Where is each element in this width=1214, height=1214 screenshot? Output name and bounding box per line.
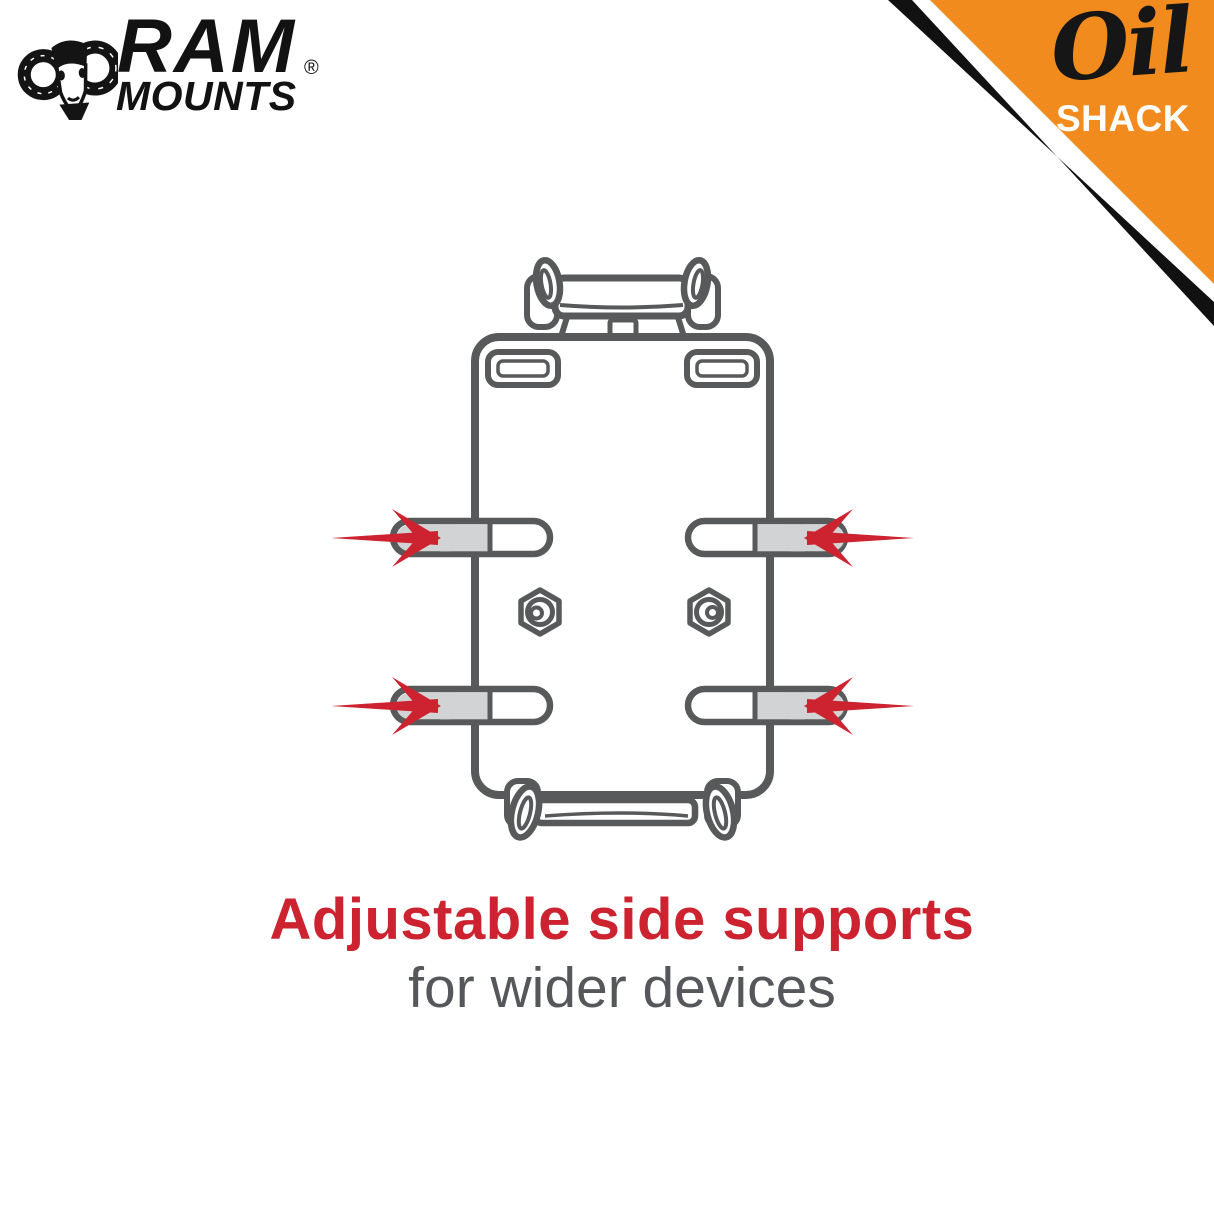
ram-mounts-logo: ® RAM ® MOUNTS: [0, 0, 340, 140]
inward-arrow-top-right: [804, 509, 914, 567]
corner-ribbon-graphic: [888, 0, 1214, 326]
caption-subline: for wider devices: [408, 956, 836, 1020]
caption-headline: Adjustable side supports: [269, 887, 975, 952]
inward-arrow-bottom-left: [331, 677, 441, 735]
top-spring-clamp: [524, 257, 721, 330]
ram-head-registered-mark: ®: [86, 80, 98, 97]
oil-shack-corner-badge: Oil SHACK: [869, 0, 1214, 345]
orange-triangle: [930, 0, 1214, 284]
ram-head-icon: [17, 40, 118, 120]
hex-nut-right: [687, 587, 731, 637]
device-slot-right: [684, 349, 760, 388]
bottom-spring-clamp: [504, 778, 741, 841]
inward-arrow-top-left: [331, 509, 441, 567]
ram-logo-text: RAM: [117, 4, 297, 89]
inward-arrow-bottom-right: [804, 677, 914, 735]
hex-nut-left: [518, 587, 562, 637]
shack-text: SHACK: [1055, 98, 1190, 139]
ram-registered-mark: ®: [304, 57, 319, 79]
cradle-body: [471, 333, 774, 799]
device-slot-left: [485, 349, 561, 388]
mounts-logo-text: MOUNTS: [116, 73, 297, 119]
